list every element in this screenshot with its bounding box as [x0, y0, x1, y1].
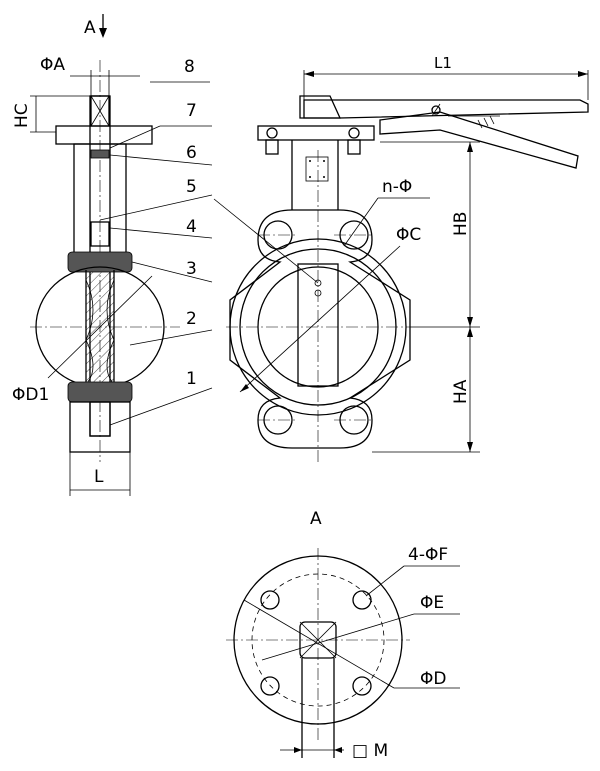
dim-m: □ M — [352, 741, 388, 761]
view-arrow-label: A — [84, 18, 96, 38]
part-2: 2 — [186, 309, 197, 329]
stem-square — [90, 95, 110, 127]
valve-body — [229, 209, 411, 449]
dim-phi-d: ΦD — [420, 669, 446, 689]
dim-phi-d1: ΦD1 — [12, 385, 49, 405]
view-a-title: A — [310, 509, 322, 529]
top-flange — [55, 125, 153, 145]
nameplate — [305, 156, 329, 182]
dim-phi-a: ΦA — [40, 55, 65, 75]
dim-phi-c: ΦC — [396, 225, 421, 245]
handle-hub — [299, 95, 342, 119]
dim-phi-e: ΦE — [420, 593, 444, 613]
dim-n-phi: n-Φ — [382, 177, 412, 197]
handle-lever — [303, 99, 589, 119]
upper-bushing — [90, 221, 110, 247]
notch-plate — [257, 125, 375, 141]
handle-pin — [431, 105, 441, 115]
flange-hole-tr — [352, 590, 372, 610]
part-callouts: 8 7 6 5 4 3 2 1 — [99, 57, 213, 426]
stem-bushing — [90, 149, 110, 159]
part-4: 4 — [186, 217, 197, 237]
part-7: 7 — [186, 101, 197, 121]
part-8: 8 — [184, 57, 195, 77]
dim-l: L — [94, 467, 104, 487]
part-6: 6 — [186, 143, 197, 163]
handle-latch — [379, 111, 579, 169]
dim-ha: HA — [451, 379, 471, 404]
dim-hc: HC — [12, 103, 32, 128]
part-5: 5 — [186, 177, 197, 197]
dim-l1: L1 — [434, 54, 452, 72]
front-view: L1 — [213, 54, 589, 462]
flange-hole-tl — [260, 590, 280, 610]
view-a: A 4-ΦF ΦE ΦD □ M — [226, 509, 460, 761]
part-3: 3 — [186, 259, 197, 279]
upper-seat-seal — [67, 251, 133, 273]
part-1: 1 — [186, 369, 197, 389]
lower-seat-seal — [67, 381, 133, 403]
stem-square-view — [299, 621, 337, 659]
dim-hb: HB — [451, 212, 471, 236]
flange-hole-bl — [260, 676, 280, 696]
flange-hole-br — [352, 676, 372, 696]
view-arrow-head — [99, 28, 107, 38]
section-view: A ΦA — [12, 14, 213, 496]
dim-4-phi-f: 4-ΦF — [408, 545, 448, 565]
